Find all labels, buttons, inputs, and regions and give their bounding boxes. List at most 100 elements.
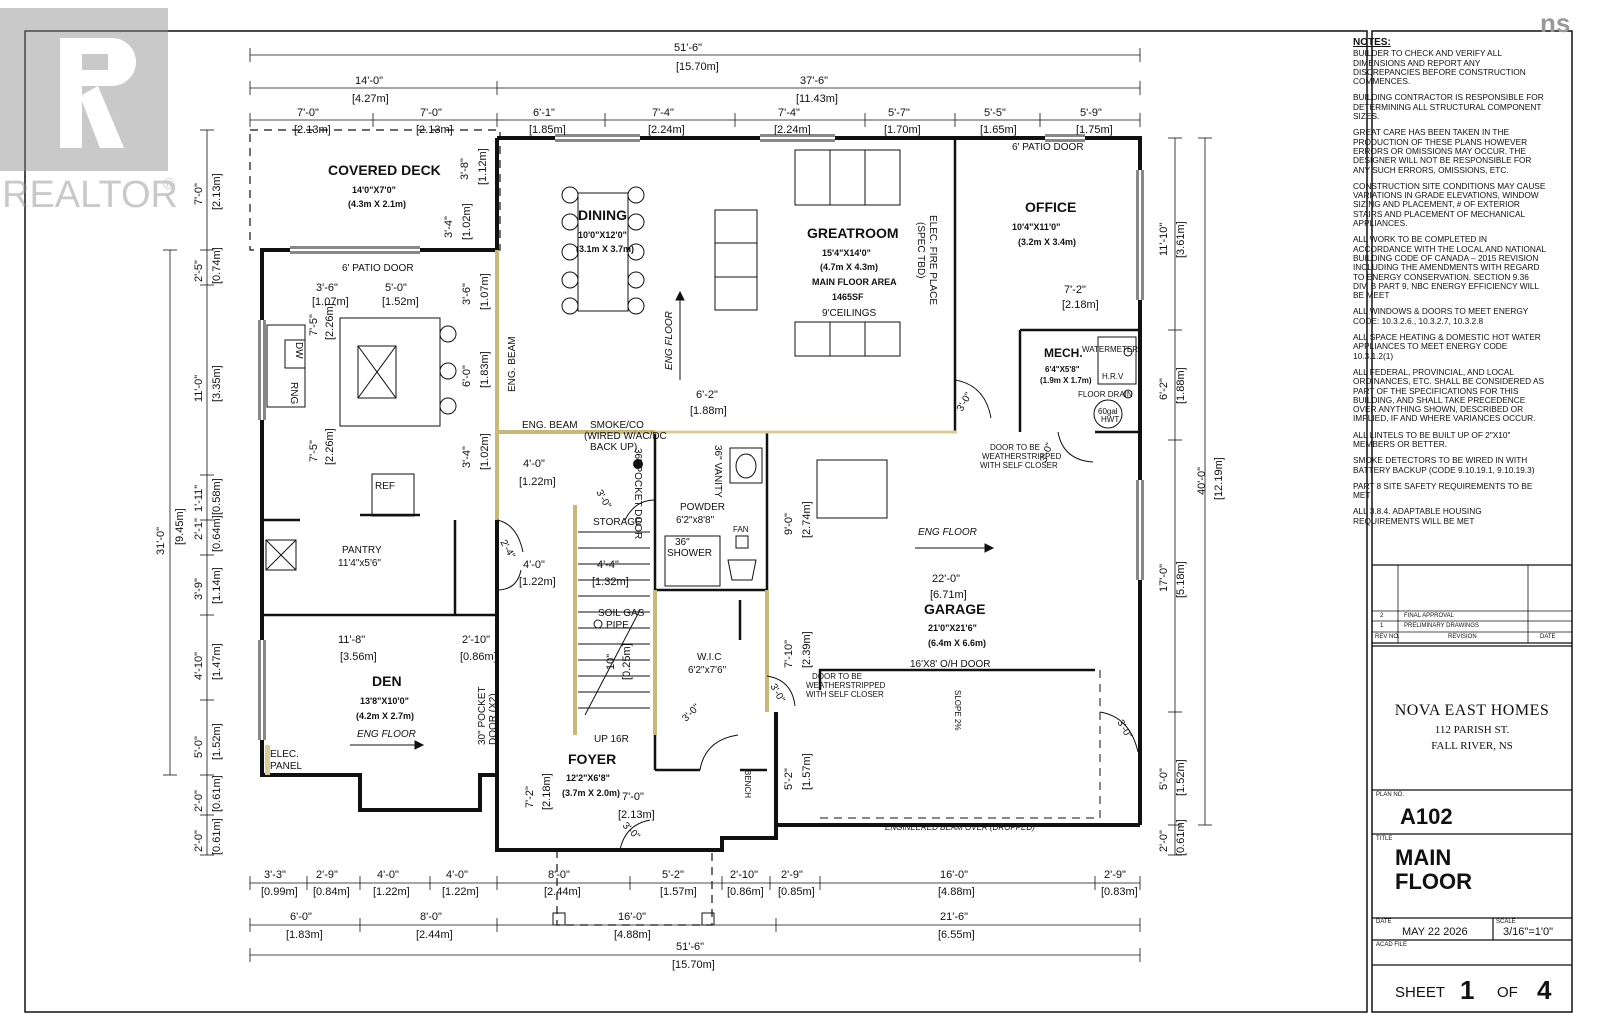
dim-f2m: [2.13m] [618, 809, 655, 821]
exterior-walls [260, 136, 1142, 852]
sheet-border [24, 30, 1368, 1013]
dim-b2: 2'-9" [316, 869, 338, 881]
revision-row-no: 2 [1380, 613, 1384, 619]
dim-k4m: [2.26m] [324, 428, 336, 465]
dim-top-a: 14'-0" [355, 75, 383, 87]
sheet-total: 4 [1537, 975, 1552, 1005]
pocket-door-label: 36" POCKET DOOR [632, 448, 643, 539]
overhead-door-label: 16'X8' O/H DOOR [910, 659, 991, 670]
wic-size: 6'2"x7'6" [688, 665, 727, 676]
dim-c2: 8'-0" [420, 911, 442, 923]
garage-metric: (6.4m X 6.6m) [928, 638, 986, 648]
dim-k6: 6'-0" [461, 365, 473, 387]
eng-beams [495, 250, 957, 735]
dim-l1: 7'-0" [193, 183, 205, 205]
covered-deck-size: 14'0"X7'0" [352, 185, 396, 195]
title-block [1372, 564, 1572, 966]
dim-g4m: [1.57m] [801, 753, 813, 790]
dim-l10m: [0.61m] [211, 818, 223, 855]
dim-k7m: [1.02m] [479, 433, 491, 470]
dim-k2: 5'-0" [385, 282, 407, 294]
dim-t3: 6'-1" [533, 107, 555, 119]
fireplace-label-2: (SPEC TBD) [915, 222, 926, 279]
revision-row-desc: PRELIMINARY DRAWINGS [1404, 623, 1479, 629]
of-label: OF [1497, 984, 1518, 1001]
door-swings [496, 379, 1139, 851]
title-block-border [1371, 30, 1573, 1013]
note-item: BUILDING CONTRACTOR IS RESPONSIBLE FOR D… [1353, 92, 1544, 122]
dim-st1: 4'-4" [597, 559, 619, 571]
dim-b4m: [1.22m] [442, 886, 479, 898]
dim-l4: 1'-11" [193, 485, 205, 512]
dim-g4: 5'-2" [783, 768, 795, 790]
garage-title: GARAGE [924, 601, 985, 617]
fan-label: FAN [733, 525, 749, 534]
front-porch-outline [556, 850, 713, 926]
plan-no-label: PLAN NO. [1376, 792, 1405, 798]
dim-k3: 7'-5" [308, 314, 320, 336]
company-name: NOVA EAST HOMES [1394, 702, 1550, 719]
dim-l7m: [1.47m] [211, 643, 223, 680]
note-item: CONSTRUCTION SITE CONDITIONS MAY CAUSE V… [1353, 180, 1546, 229]
dim-t5: 7'-4" [778, 107, 800, 119]
dim-deck-v2: 3'-4" [443, 216, 455, 238]
title-label: TITLE [1376, 836, 1393, 842]
dim-h1: 4'-0" [523, 458, 545, 470]
patio-door-label: 6' PATIO DOOR [1012, 142, 1084, 153]
dim-r4: 5'-0" [1158, 768, 1170, 790]
dining-size: 10'0"X12'0" [578, 230, 627, 240]
den-title: DEN [372, 673, 402, 689]
dim-st2m: [0.25m] [621, 643, 633, 680]
dim-b4: 4'-0" [446, 869, 468, 881]
dim-t7: 5'-5" [984, 107, 1006, 119]
dim-top-total: 51'-6" [674, 42, 702, 54]
note-item: ALL WINDOWS & DOORS TO MEET ENERGY CODE:… [1353, 306, 1529, 326]
dim-b3: 4'-0" [377, 869, 399, 881]
dim-l9: 2'-0" [193, 790, 205, 812]
dim-t1: 7'-0" [297, 107, 319, 119]
dim-l10: 2'-0" [193, 830, 205, 852]
dim-l7: 4'-10" [193, 652, 205, 680]
dim-p1: 6'-2" [696, 389, 718, 401]
date-label: DATE [1376, 919, 1392, 925]
note-item: GREAT CARE HAS BEEN TAKEN IN THE PRODUCT… [1353, 127, 1532, 175]
dim-g2m: [6.71m] [930, 589, 967, 601]
den-size: 13'8"X10'0" [360, 696, 409, 706]
dim-deck-v2m: [1.02m] [461, 203, 473, 240]
dim-h2m: [1.22m] [519, 576, 556, 588]
dim-r-total: 40'-0" [1196, 467, 1208, 495]
weatherstrip-label-2: WEATHERSTRIPPED [806, 681, 886, 690]
covered-deck-metric: (4.3m X 2.1m) [348, 199, 406, 209]
dim-p1m: [1.88m] [690, 405, 727, 417]
realtor-wordmark: REALTOR [2, 174, 178, 216]
dining-title: DINING [578, 207, 627, 223]
dim-c2m: [2.44m] [416, 929, 453, 941]
dim-o1m: [2.18m] [1062, 299, 1099, 311]
revision-row-no: 1 [1380, 623, 1384, 629]
company-address-1: 112 PARISH ST. [1434, 724, 1510, 736]
pantry-title: PANTRY [342, 545, 382, 556]
door-swing-label: 3'-0" [593, 488, 613, 511]
dim-o1: 7'-2" [1064, 284, 1086, 296]
den-metric: (4.2m X 2.7m) [356, 711, 414, 721]
revision-row-desc: FINAL APPROVAL [1404, 613, 1455, 619]
drawing-title-1: MAIN [1395, 845, 1452, 870]
dim-d1m: [3.56m] [340, 651, 377, 663]
dim-d2: 2'-10" [462, 634, 490, 646]
dim-r2m: [1.88m] [1175, 367, 1187, 404]
dim-l5m: [0.64m] [211, 515, 223, 552]
dim-r1m: [3.61m] [1175, 221, 1187, 258]
dim-b2m: [0.84m] [313, 886, 350, 898]
dim-b5: 8'-0" [548, 869, 570, 881]
note-item: SMOKE DETECTORS TO BE WIRED IN WITH BATT… [1353, 455, 1535, 475]
dim-deck-v1: 3'-8" [459, 158, 471, 180]
pantry-size: 11'4"x5'6" [338, 558, 381, 569]
eng-floor-label: ENG FLOOR [664, 311, 675, 370]
dim-l-total-m: [9.45m] [174, 508, 186, 545]
smoke-detector-icon [633, 459, 643, 469]
dim-r3: 17'-0" [1158, 564, 1170, 592]
dim-t8: 5'-9" [1080, 107, 1102, 119]
slope-label: SLOPE 2% [953, 690, 962, 730]
dim-r5: 2'-0" [1158, 830, 1170, 852]
